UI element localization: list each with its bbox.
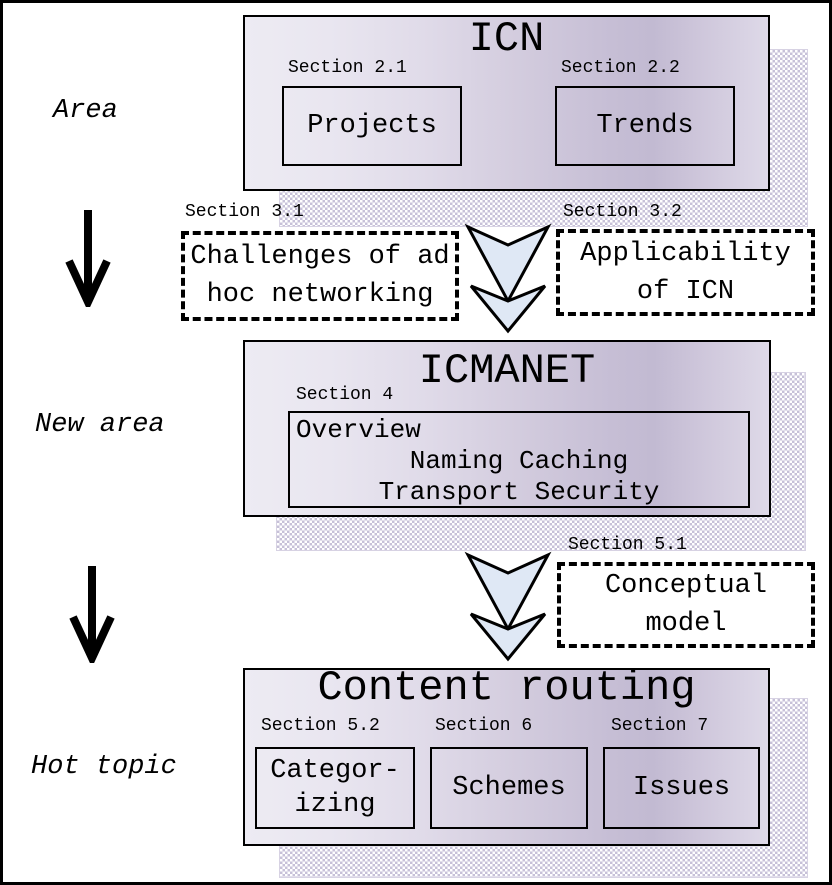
icmanet-topics-box: Overview Naming Caching Transport Securi… (288, 411, 750, 508)
section-4-label: Section 4 (296, 385, 394, 405)
section-3-2-label: Section 3.2 (563, 202, 682, 222)
conceptual-model-box: Conceptual model (557, 562, 815, 648)
double-chevron-down-icon (464, 551, 552, 662)
challenges-box: Challenges of ad hoc networking (181, 231, 459, 321)
icn-title: ICN (468, 15, 545, 63)
categorizing-box: Categor- izing (255, 747, 415, 829)
projects-box: Projects (282, 86, 462, 166)
section-7-label: Section 7 (611, 716, 709, 736)
section-2-2-label: Section 2.2 (561, 58, 680, 78)
icn-box (243, 15, 770, 191)
icmanet-topic-overview: Overview (296, 415, 421, 445)
section-5-2-label: Section 5.2 (261, 716, 380, 736)
down-arrow-icon (65, 210, 111, 307)
schemes-box: Schemes (430, 747, 588, 829)
area-label: Area (53, 96, 118, 126)
content-routing-box (243, 668, 770, 846)
icmanet-topic-transport-security: Transport Security (378, 477, 660, 507)
section-6-label: Section 6 (435, 716, 533, 736)
hot-topic-label: Hot topic (31, 752, 177, 782)
issues-box: Issues (603, 747, 760, 829)
content-routing-title: Content routing (317, 664, 696, 712)
double-chevron-down-icon (464, 223, 552, 334)
section-5-1-label: Section 5.1 (568, 535, 687, 555)
new-area-label: New area (35, 410, 165, 440)
icmanet-topic-naming-caching: Naming Caching (409, 446, 629, 476)
trends-box: Trends (555, 86, 735, 166)
icmanet-title: ICMANET (418, 347, 596, 395)
down-arrow-icon (69, 566, 115, 663)
section-2-1-label: Section 2.1 (288, 58, 407, 78)
applicability-box: Applicability of ICN (556, 229, 815, 316)
icmanet-box (243, 340, 771, 517)
section-3-1-label: Section 3.1 (185, 202, 304, 222)
